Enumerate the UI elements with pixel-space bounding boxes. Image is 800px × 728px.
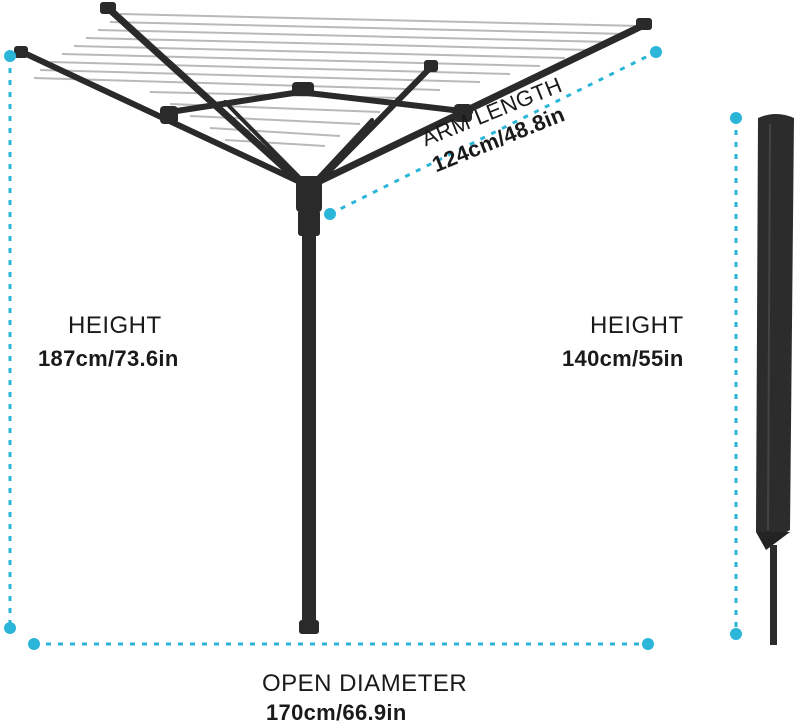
arm-length-line [329,50,657,216]
arm-caps [14,2,652,124]
closed-height-caption: HEIGHT [590,312,684,339]
open-diameter-value: 170cm/66.9in [266,700,407,725]
open-height-caption: HEIGHT [68,312,162,339]
closed-height-value: 140cm/55in [562,346,684,371]
folded-dryer-cover [756,114,794,645]
dimension-endpoints [4,46,742,650]
dryer-pole [296,176,322,634]
open-diameter-caption: OPEN DIAMETER [262,670,468,697]
open-height-value: 187cm/73.6in [38,346,179,371]
dimension-lines [8,50,738,646]
